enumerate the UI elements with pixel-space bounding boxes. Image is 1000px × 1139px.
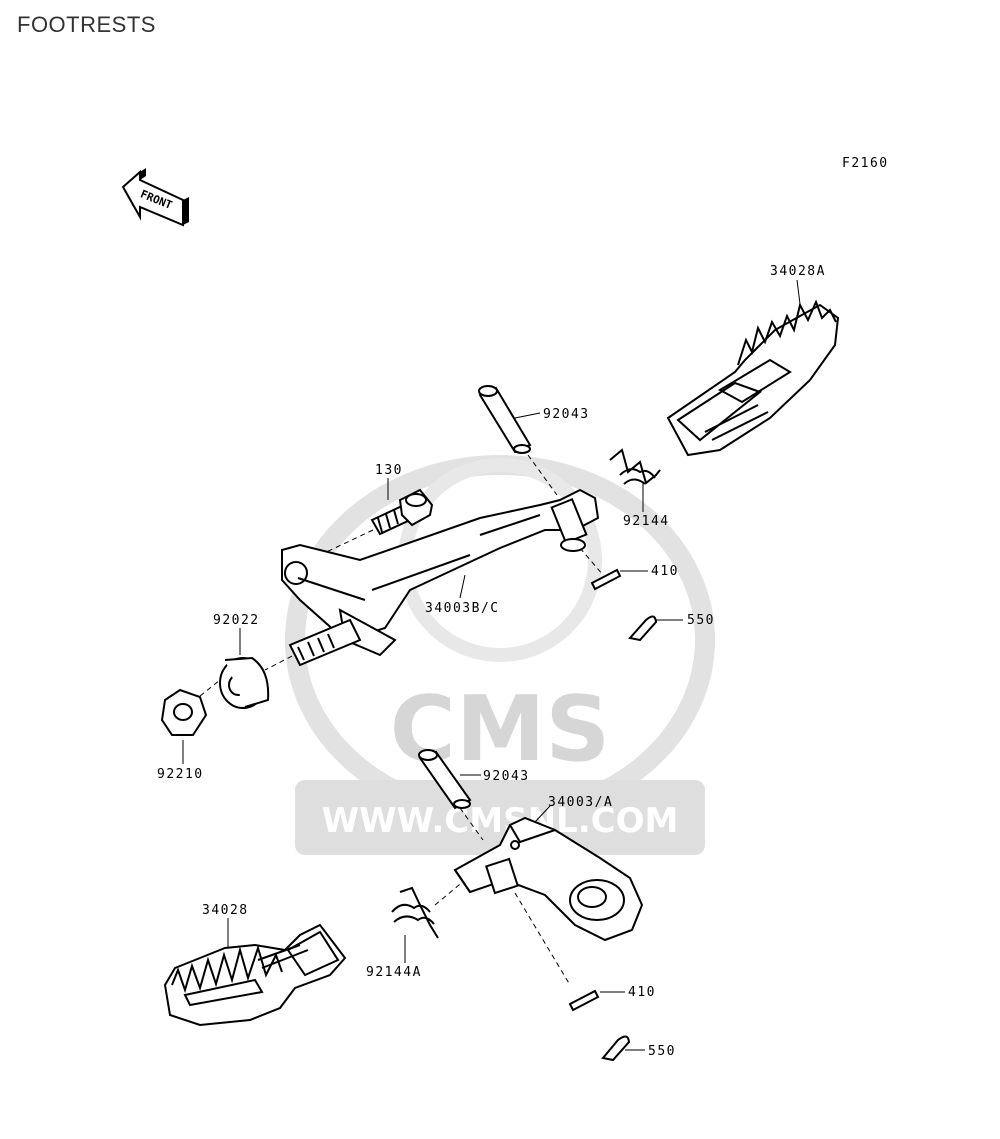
label-550-top: 550: [687, 613, 715, 628]
clip-550-top: [628, 615, 658, 642]
watermark-brand: CMS: [390, 677, 610, 782]
pin-92043-bottom: [418, 749, 472, 810]
label-550-bottom: 550: [648, 1044, 676, 1059]
label-92210: 92210: [157, 767, 204, 782]
page-title: FOOTRESTS: [17, 12, 156, 37]
spring-92144a: [391, 886, 439, 939]
label-92043-top: 92043: [543, 407, 590, 422]
footpeg-34028: [163, 923, 347, 1027]
washer-92022: [219, 656, 270, 709]
label-34003bc: 34003B/C: [425, 601, 500, 616]
watermark: CMS WWW.CMSNL.COM: [285, 455, 715, 855]
bolt-130: [370, 488, 434, 536]
bracket-34003a: [453, 816, 644, 942]
spring-92144: [609, 448, 661, 485]
bracket-34003bc: [281, 488, 600, 667]
clip-550-bottom: [601, 1035, 631, 1062]
label-34003a: 34003/A: [548, 795, 613, 810]
label-92022: 92022: [213, 613, 260, 628]
label-130: 130: [375, 463, 403, 478]
figure-code: F2160: [842, 156, 889, 171]
watermark-banner: [295, 780, 705, 855]
part-labels: 34028A 92043 92144 130 410 34003B/C 550 …: [157, 264, 826, 1059]
watermark-url: WWW.CMSNL.COM: [322, 801, 679, 841]
label-34028a: 34028A: [770, 264, 826, 279]
pin-92043-top: [478, 385, 532, 454]
nut-92210: [160, 688, 208, 736]
label-92144: 92144: [623, 514, 670, 529]
cotter-410-bottom: [568, 989, 600, 1012]
label-92144a: 92144A: [366, 965, 422, 980]
label-92043-bottom: 92043: [483, 769, 530, 784]
label-410-top: 410: [651, 564, 679, 579]
front-arrow-icon: FRONT: [121, 168, 189, 227]
leader-lines: [182, 279, 801, 1051]
label-410-bottom: 410: [628, 985, 656, 1000]
label-34028: 34028: [202, 903, 249, 918]
footpeg-34028a: [666, 299, 840, 457]
cotter-410-top: [590, 568, 622, 591]
